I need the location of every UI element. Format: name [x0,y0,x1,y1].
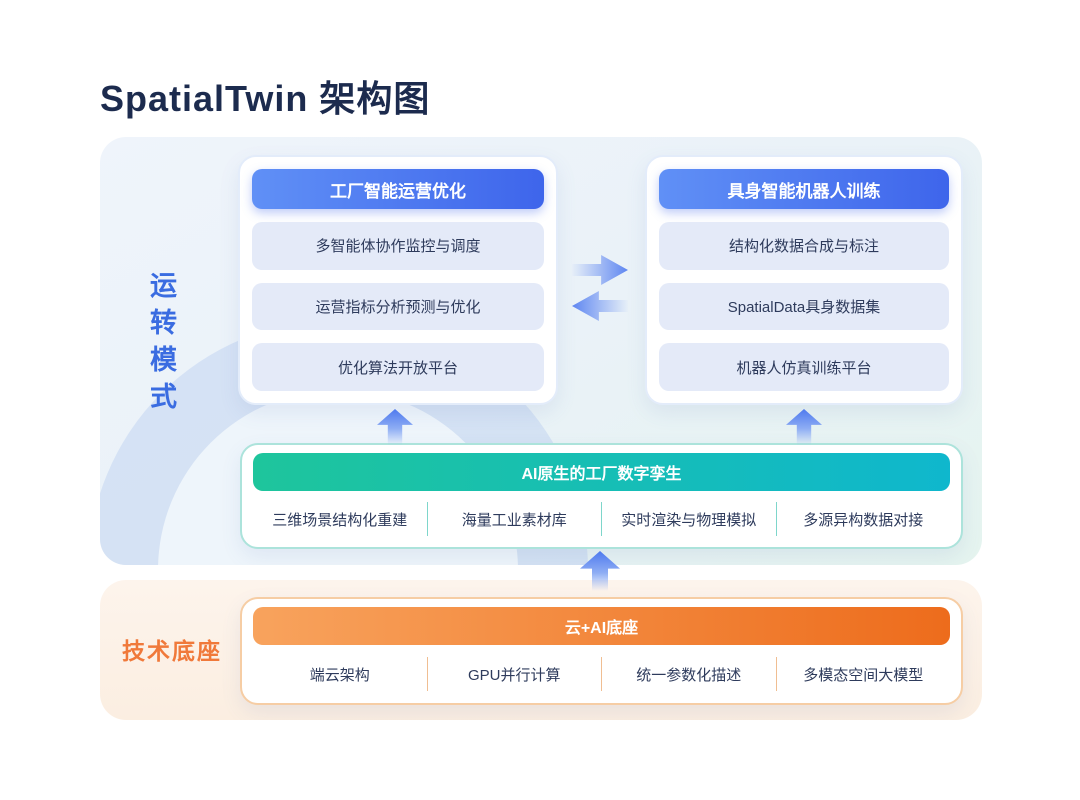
digital-twin-item: 多源异构数据对接 [803,511,924,529]
divider [775,502,777,536]
factory-operation-card: 工厂智能运营优化 多智能体协作监控与调度 运营指标分析预测与优化 优化算法开放平… [238,155,558,405]
cloud-ai-base-item: GPU并行计算 [467,666,561,684]
divider [775,657,777,691]
robot-card-item: 结构化数据合成与标注 [659,222,949,270]
cloud-ai-base-header: 云+AI底座 [253,607,950,645]
robot-card-header: 具身智能机器人训练 [659,169,949,209]
digital-twin-card-header: AI原生的工厂数字孪生 [253,453,950,491]
cloud-ai-base-card: 云+AI底座 端云架构 GPU并行计算 统一参数化描述 多模态空间大模型 [240,597,963,705]
factory-card-header: 工厂智能运营优化 [252,169,544,209]
digital-twin-item: 海量工业素材库 [461,511,567,529]
digital-twin-card: AI原生的工厂数字孪生 三维场景结构化重建 海量工业素材库 实时渲染与物理模拟 … [240,443,963,549]
cloud-ai-base-items-row: 端云架构 GPU并行计算 统一参数化描述 多模态空间大模型 [253,645,950,703]
digital-twin-item: 三维场景结构化重建 [272,511,408,529]
operation-section-panel: 运转模式 工厂智能运营优化 多智能体协作监控与调度 运营指标分析预测与优化 优化… [100,137,982,565]
page-title: SpatialTwin 架构图 [100,78,431,119]
digital-twin-item: 实时渲染与物理模拟 [621,511,757,529]
foundation-side-label: 技术底座 [122,638,222,664]
divider [426,502,428,536]
operation-side-label: 运转模式 [146,271,176,419]
factory-card-item: 运营指标分析预测与优化 [252,282,544,331]
cloud-ai-base-item: 端云架构 [309,666,370,684]
robot-card-item: SpatialData具身数据集 [659,282,949,331]
robot-training-card: 具身智能机器人训练 结构化数据合成与标注 SpatialData具身数据集 机器… [645,155,963,405]
divider [601,657,602,691]
cloud-ai-base-item: 多模态空间大模型 [803,666,924,684]
cloud-ai-base-item: 统一参数化描述 [636,666,742,684]
factory-card-item: 多智能体协作监控与调度 [252,222,544,270]
divider [426,657,428,691]
digital-twin-items-row: 三维场景结构化重建 海量工业素材库 实时渲染与物理模拟 多源异构数据对接 [253,491,950,547]
factory-card-item: 优化算法开放平台 [252,343,544,392]
foundation-section-panel: 技术底座 云+AI底座 端云架构 GPU并行计算 统一参数化描述 多模态空间大模… [100,580,982,720]
robot-card-item: 机器人仿真训练平台 [659,343,949,392]
divider [601,502,602,536]
